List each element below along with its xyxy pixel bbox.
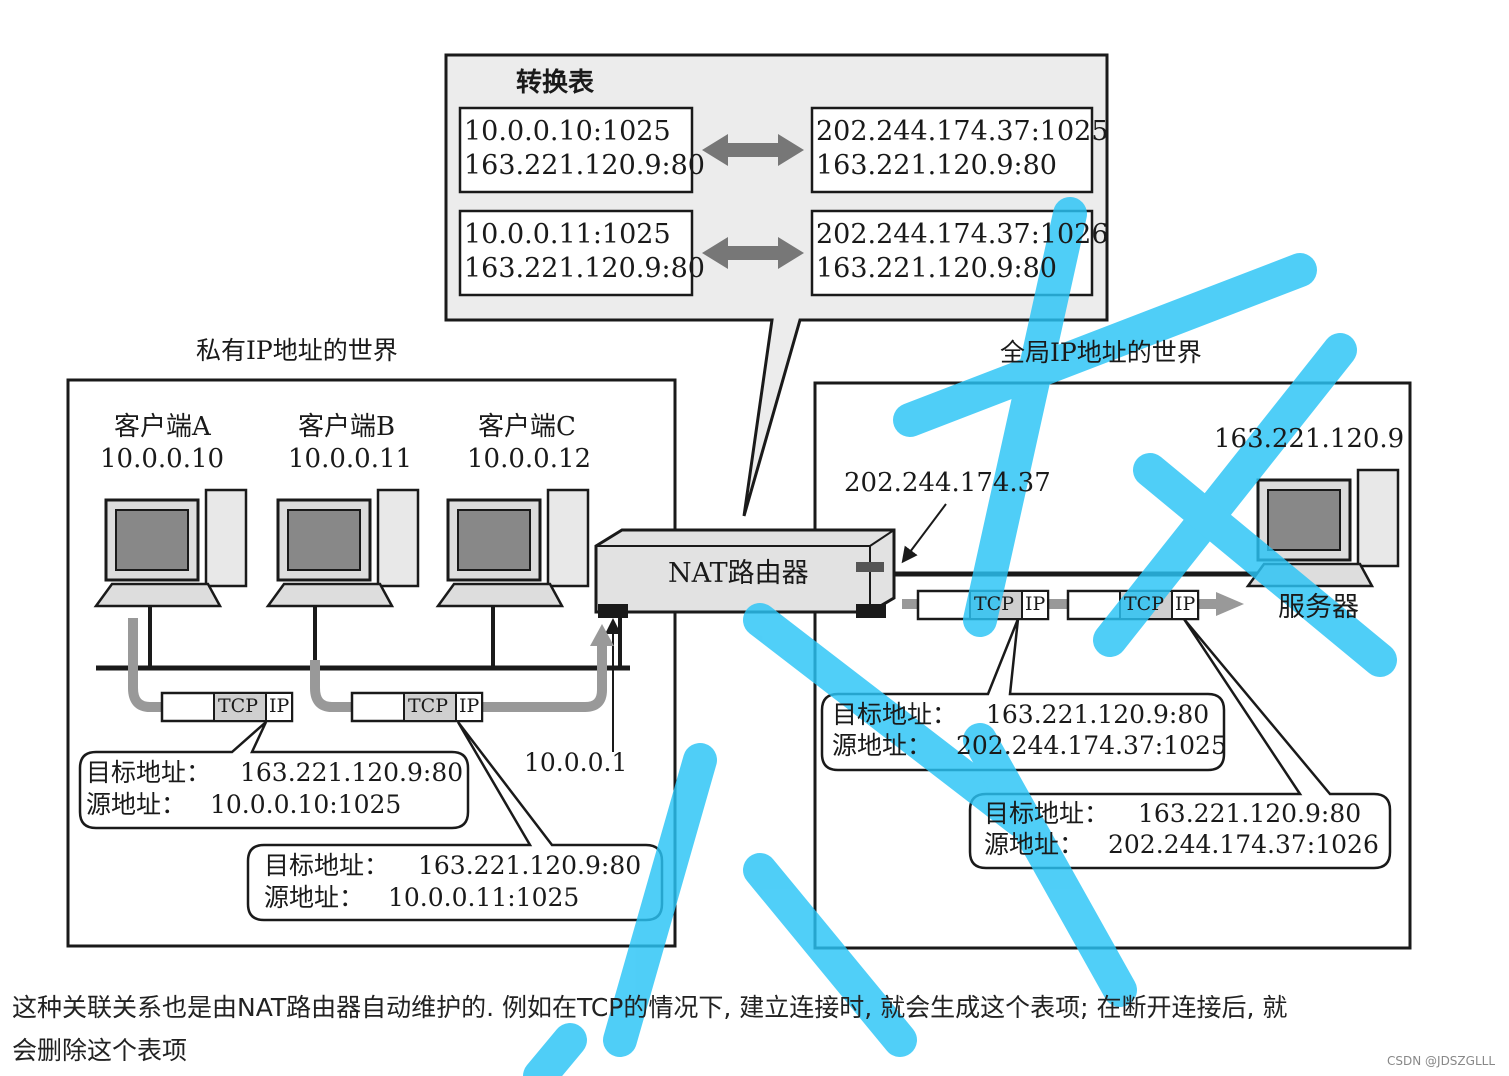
callout-global-2-dst: 163.221.120.9:80 — [1138, 799, 1362, 828]
private-packet-2-ip: IP — [459, 695, 480, 717]
nat-router-icon — [594, 528, 896, 618]
global-packet-1-tcp: TCP — [974, 593, 1014, 615]
callout-global-2 — [968, 618, 1392, 870]
private-flow-path — [128, 618, 607, 712]
callout-global-1-src-label: 源地址： — [832, 731, 933, 760]
table-row1-private-line1: 10.0.0.10:1025 — [464, 116, 671, 147]
private-packet-1-icon — [160, 691, 294, 723]
callout-global-2-src-label: 源地址： — [984, 830, 1085, 859]
server-ip: 163.221.120.9 — [1214, 424, 1405, 454]
client-a-name: 客户端A — [114, 412, 211, 442]
client-c-computer-icon — [435, 488, 590, 608]
callout-global-2-src: 202.244.174.37:1026 — [1108, 830, 1379, 859]
callout-global-2-dst-label: 目标地址： — [984, 799, 1110, 828]
callout-private-2-src-label: 源地址： — [264, 883, 365, 912]
private-packet-1-ip: IP — [269, 695, 290, 717]
bidirectional-arrow-1 — [702, 134, 804, 166]
global-world-title: 全局IP地址的世界 — [1000, 338, 1202, 367]
table-title: 转换表 — [516, 68, 595, 98]
callout-private-1-dst-label: 目标地址： — [86, 758, 212, 787]
caption-line-1: 这种关联关系也是由NAT路由器自动维护的. 例如在TCP的情况下, 建立连接时,… — [12, 993, 1288, 1022]
client-b-name: 客户端B — [298, 412, 396, 442]
table-row1-global-line2: 163.221.120.9:80 — [816, 150, 1057, 181]
bidirectional-arrow-2 — [702, 237, 804, 269]
callout-private-1 — [78, 721, 470, 830]
watermark-text: CSDN @JDSZGLLL — [1387, 1054, 1495, 1068]
callout-private-1-src-label: 源地址： — [86, 790, 187, 819]
callout-private-1-dst: 163.221.120.9:80 — [240, 758, 464, 787]
router-private-ip: 10.0.0.1 — [524, 748, 628, 777]
table-row2-private-line2: 163.221.120.9:80 — [464, 253, 705, 284]
client-b-computer-icon — [265, 488, 420, 608]
table-cell-private-2 — [458, 209, 694, 297]
callout-private-2-dst-label: 目标地址： — [264, 851, 390, 880]
callout-global-1-src: 202.244.174.37:1025 — [956, 731, 1227, 760]
table-row1-global-line1: 202.244.174.37:1025 — [816, 116, 1109, 147]
private-world-frame — [66, 378, 677, 948]
private-packet-2-icon — [350, 691, 484, 723]
callout-global-1-dst: 163.221.120.9:80 — [986, 700, 1210, 729]
router-global-ip-pointer — [901, 503, 947, 564]
table-cell-private-1 — [458, 106, 694, 194]
watermark-strokes — [523, 197, 1397, 1076]
server-label: 服务器 — [1278, 592, 1359, 623]
callout-private-1-src: 10.0.0.10:1025 — [210, 790, 402, 819]
callout-private-2-dst: 163.221.120.9:80 — [418, 851, 642, 880]
client-a-ip: 10.0.0.10 — [100, 444, 225, 474]
table-row2-global-line1: 202.244.174.37:1026 — [816, 219, 1109, 250]
global-packet-1-ip: IP — [1025, 593, 1046, 615]
global-packet-2-ip: IP — [1175, 593, 1196, 615]
table-row1-private-line2: 163.221.120.9:80 — [464, 150, 705, 181]
table-row2-private-line1: 10.0.0.11:1025 — [464, 219, 671, 250]
router-label: NAT路由器 — [668, 558, 809, 589]
private-packet-1-tcp: TCP — [218, 695, 258, 717]
table-row2-global-line2: 163.221.120.9:80 — [816, 253, 1057, 284]
private-packet-2-tcp: TCP — [408, 695, 448, 717]
caption-paragraph: 这种关联关系也是由NAT路由器自动维护的. 例如在TCP的情况下, 建立连接时,… — [12, 986, 1472, 1072]
table-cell-global-1 — [810, 106, 1094, 194]
global-packet-2-tcp: TCP — [1124, 593, 1164, 615]
callout-global-1-dst-label: 目标地址： — [832, 700, 958, 729]
client-c-name: 客户端C — [478, 412, 576, 442]
private-world-title: 私有IP地址的世界 — [196, 336, 398, 365]
client-a-computer-icon — [93, 488, 248, 608]
callout-private-2-src: 10.0.0.11:1025 — [388, 883, 580, 912]
client-c-ip: 10.0.0.12 — [467, 444, 592, 474]
caption-line-2: 会删除这个表项 — [12, 1036, 188, 1065]
router-global-ip: 202.244.174.37 — [844, 468, 1051, 498]
client-b-ip: 10.0.0.11 — [288, 444, 413, 474]
